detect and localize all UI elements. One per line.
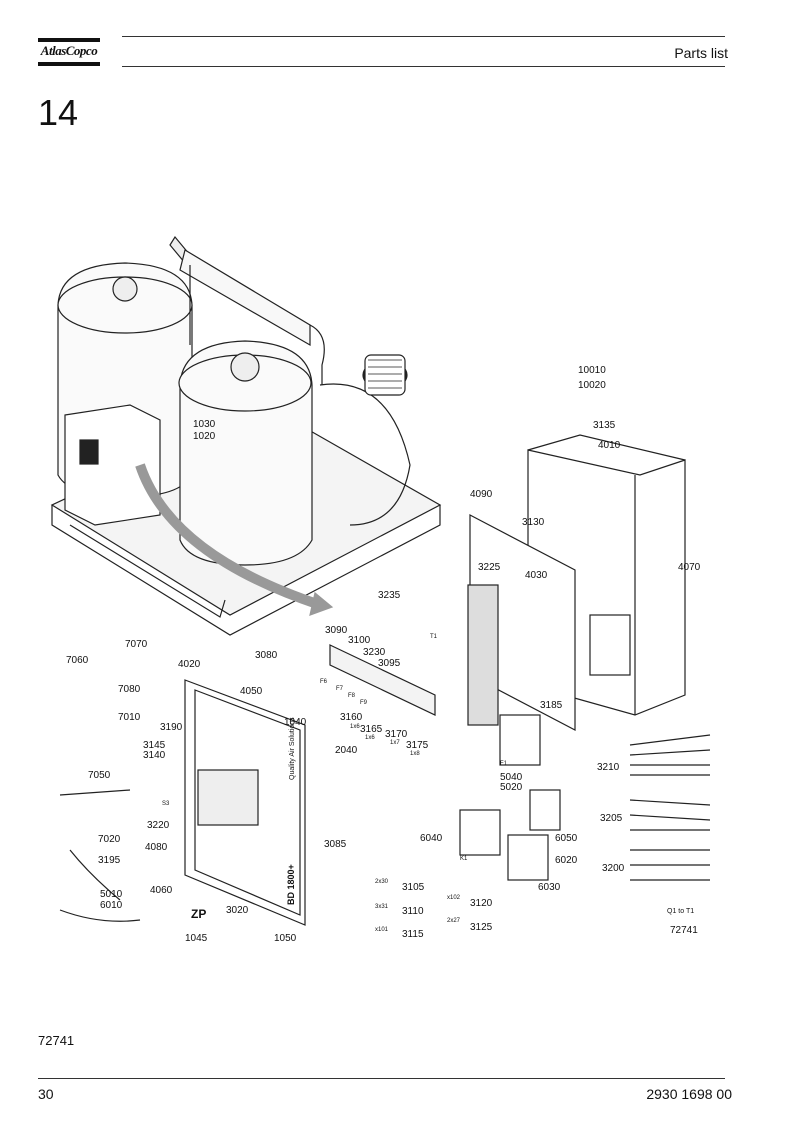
small-label: F8 xyxy=(348,693,356,699)
small-label: 3x31 xyxy=(375,904,389,910)
callout-label: 6030 xyxy=(538,882,561,893)
callout-label: 7010 xyxy=(118,712,141,723)
callout-label: 4060 xyxy=(150,885,173,896)
small-label: 2x30 xyxy=(375,879,389,885)
small-label: F9 xyxy=(360,700,368,706)
callout-label: 5040 xyxy=(500,772,523,783)
footer-rule xyxy=(38,1078,725,1079)
callout-label: 3210 xyxy=(597,762,620,773)
callout-label: 3200 xyxy=(602,863,625,874)
callout-label: 3165 xyxy=(360,724,383,735)
callout-label: 3020 xyxy=(226,905,249,916)
small-label: BD 1800+ xyxy=(286,864,296,905)
small-label: 1x6 xyxy=(365,735,375,741)
small-label: x101 xyxy=(375,927,389,933)
callout-label: 7050 xyxy=(88,770,111,781)
callout-label: 3135 xyxy=(593,420,616,431)
callout-label: 3220 xyxy=(147,820,170,831)
callout-label: 3170 xyxy=(385,729,408,740)
inset-figure-ref: 72741 xyxy=(670,925,698,936)
callout-label: 4010 xyxy=(598,440,621,451)
callout-label: 4030 xyxy=(525,570,548,581)
callout-label: 3115 xyxy=(402,929,424,940)
atlas-copco-logo: AtlasCopco xyxy=(38,38,100,68)
small-label: 1x8 xyxy=(410,751,420,757)
callout-label: 4020 xyxy=(178,659,201,670)
small-label: x102 xyxy=(447,895,461,901)
callout-label: 10020 xyxy=(578,380,606,391)
callout-label: 7060 xyxy=(66,655,89,666)
small-label: S3 xyxy=(162,801,170,807)
callout-label: 10010 xyxy=(578,365,606,376)
small-label: 2x27 xyxy=(447,918,461,924)
callout-label: 3130 xyxy=(522,517,545,528)
callout-label: 1045 xyxy=(185,933,208,944)
callout-label: 3195 xyxy=(98,855,121,866)
chapter-number: 14 xyxy=(38,92,79,133)
callout-label: 3145 xyxy=(143,740,166,751)
callout-label: 5010 xyxy=(100,889,123,900)
page-number: 30 xyxy=(38,1086,54,1102)
small-label: 1x6 xyxy=(350,724,360,730)
callout-label: 3105 xyxy=(402,882,425,893)
callout-label: 3120 xyxy=(470,898,493,909)
small-label: T1 xyxy=(430,634,438,640)
callout-label: 1040 xyxy=(284,717,307,728)
callout-label: 4080 xyxy=(145,842,168,853)
small-label: Q1 to T1 xyxy=(667,908,694,915)
callout-label: 3205 xyxy=(600,813,623,824)
figure-reference: 72741 xyxy=(38,1033,75,1048)
callout-label: 3090 xyxy=(325,625,348,636)
callout-label: 3110 xyxy=(402,906,424,917)
callout-label: 3185 xyxy=(540,700,563,711)
callout-label: 3190 xyxy=(160,722,183,733)
header-rule-top xyxy=(122,36,725,37)
small-label: F7 xyxy=(336,686,344,692)
small-label: K1 xyxy=(460,856,468,862)
document-number: 2930 1698 00 xyxy=(646,1086,732,1102)
callout-label: 7020 xyxy=(98,834,121,845)
callout-label: 4070 xyxy=(678,562,701,573)
small-label: Quality Air Solutions xyxy=(289,717,296,780)
exploded-parts-diagram: 10010 10020 3135 4010 4090 3130 4070 322… xyxy=(30,225,770,965)
callout-label: 1030 xyxy=(193,419,216,430)
callout-label: 3125 xyxy=(470,922,493,933)
small-label: F6 xyxy=(320,679,328,685)
callout-label: 3140 xyxy=(143,750,166,761)
callout-label: 3080 xyxy=(255,650,278,661)
callout-label: 3175 xyxy=(406,740,429,751)
callout-label: 3230 xyxy=(363,647,386,658)
small-label: ZP xyxy=(191,907,206,921)
callout-label: 7070 xyxy=(125,639,148,650)
callout-label: 7080 xyxy=(118,684,141,695)
callout-label: 1020 xyxy=(193,431,216,442)
callout-label: 3085 xyxy=(324,839,347,850)
header-rule-bottom xyxy=(122,66,725,67)
small-label: F1 xyxy=(500,761,508,767)
callout-label: 6010 xyxy=(100,900,123,911)
section-title: Parts list xyxy=(674,45,728,61)
callout-label: 6050 xyxy=(555,833,578,844)
callout-label: 3100 xyxy=(348,635,371,646)
callout-label: 3225 xyxy=(478,562,501,573)
callout-label: 3160 xyxy=(340,712,363,723)
callout-label: 3095 xyxy=(378,658,401,669)
callout-label: 2040 xyxy=(335,745,358,756)
callout-label: 5020 xyxy=(500,782,523,793)
callout-label: 6040 xyxy=(420,833,443,844)
callout-label: 1050 xyxy=(274,933,297,944)
callout-label: 3235 xyxy=(378,590,401,601)
callout-label: 4050 xyxy=(240,686,263,697)
small-label: 1x7 xyxy=(390,740,400,746)
callout-label: 6020 xyxy=(555,855,578,866)
callout-label: 4090 xyxy=(470,489,493,500)
